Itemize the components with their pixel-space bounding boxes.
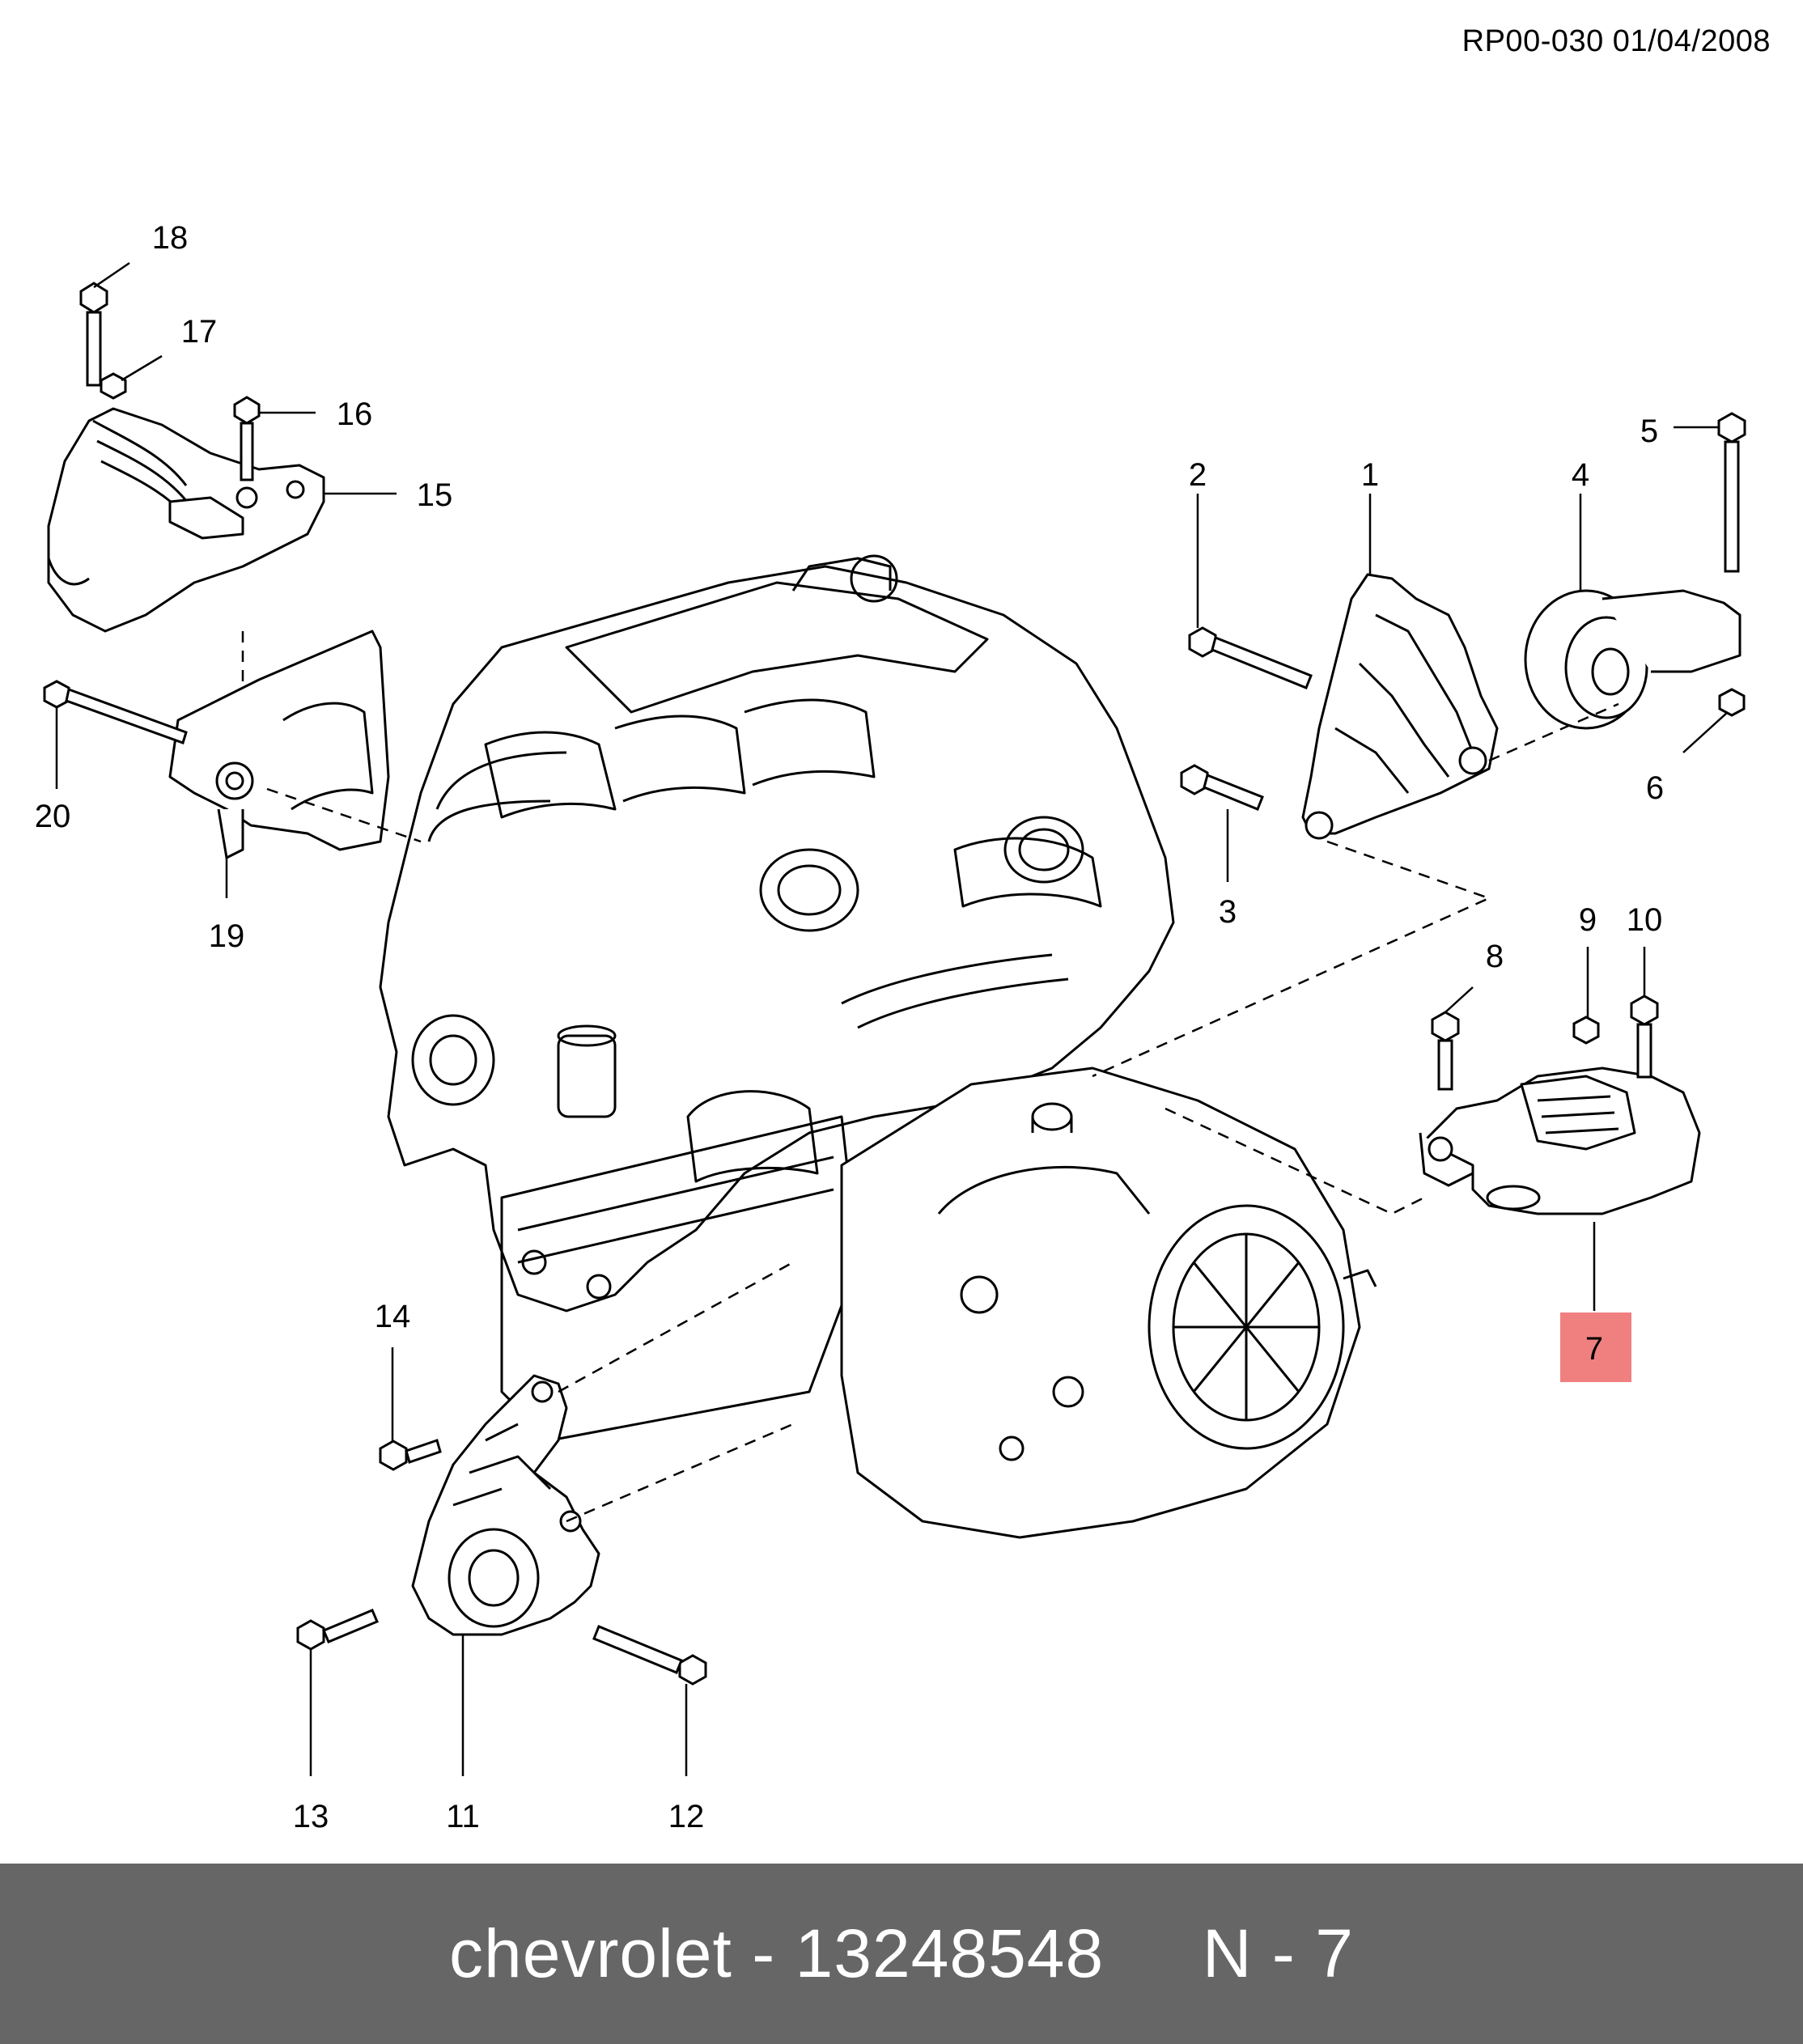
assembly-dashed-lines bbox=[241, 631, 1619, 1523]
reference-code: RP00-030 01/04/2008 bbox=[1461, 24, 1771, 58]
part-11-lower-mount bbox=[411, 1374, 600, 1636]
leader-lines bbox=[55, 261, 1729, 1776]
callout-11: 11 bbox=[446, 1799, 480, 1834]
part-15-mount-bracket bbox=[47, 407, 325, 633]
callout-1: 1 bbox=[1361, 457, 1379, 493]
part-7-trans-mount bbox=[1419, 1067, 1701, 1215]
callout-labels: 1 2 3 4 5 6 7 8 9 10 11 12 13 14 15 16 1… bbox=[35, 220, 1664, 1834]
footer-banner: chevrolet - 13248548 N - 7 bbox=[0, 1864, 1803, 2044]
part-6-nut bbox=[1718, 688, 1746, 717]
part-1-mount-bracket bbox=[1301, 573, 1499, 840]
part-14-bolt bbox=[379, 1439, 442, 1471]
part-3-bolt bbox=[1180, 764, 1264, 811]
footer-text: chevrolet - 13248548 N - 7 bbox=[449, 1915, 1354, 1991]
callout-9: 9 bbox=[1579, 902, 1597, 938]
callout-10: 10 bbox=[1627, 902, 1663, 938]
part-17-nut bbox=[100, 372, 127, 400]
callout-17: 17 bbox=[181, 314, 218, 350]
part-2-bolt bbox=[1188, 626, 1313, 689]
callout-7: 7 bbox=[1585, 1331, 1603, 1367]
callout-12: 12 bbox=[668, 1799, 705, 1834]
part-4-insulator bbox=[1524, 589, 1741, 730]
callout-18: 18 bbox=[152, 220, 189, 256]
part-10-bolt bbox=[1630, 994, 1659, 1079]
callout-8: 8 bbox=[1486, 939, 1504, 974]
exploded-parts-diagram: 1 2 3 4 5 6 7 8 9 10 11 12 13 14 15 16 1… bbox=[35, 220, 1746, 1834]
part-9-nut bbox=[1572, 1016, 1600, 1045]
part-5-bolt bbox=[1717, 412, 1746, 573]
callout-13: 13 bbox=[293, 1799, 329, 1834]
callout-15: 15 bbox=[417, 477, 453, 513]
callout-14: 14 bbox=[375, 1299, 411, 1334]
callout-3: 3 bbox=[1219, 894, 1237, 930]
part-8-bolt bbox=[1431, 1011, 1460, 1091]
part-12-bolt bbox=[592, 1625, 707, 1686]
callout-5: 5 bbox=[1640, 413, 1658, 449]
callout-20: 20 bbox=[35, 799, 71, 834]
part-13-bolt bbox=[296, 1609, 379, 1651]
callout-7-highlight bbox=[1560, 1312, 1631, 1382]
part-20-bolt bbox=[43, 680, 188, 744]
callout-19: 19 bbox=[209, 918, 245, 954]
callout-16: 16 bbox=[337, 397, 373, 432]
callout-6: 6 bbox=[1646, 770, 1664, 806]
part-18-bolt bbox=[79, 282, 108, 387]
callout-2: 2 bbox=[1189, 457, 1207, 493]
part-19-bracket bbox=[168, 630, 390, 859]
engine-assembly bbox=[379, 554, 1377, 1539]
callout-4: 4 bbox=[1572, 457, 1589, 493]
part-16-bolt bbox=[233, 396, 261, 481]
